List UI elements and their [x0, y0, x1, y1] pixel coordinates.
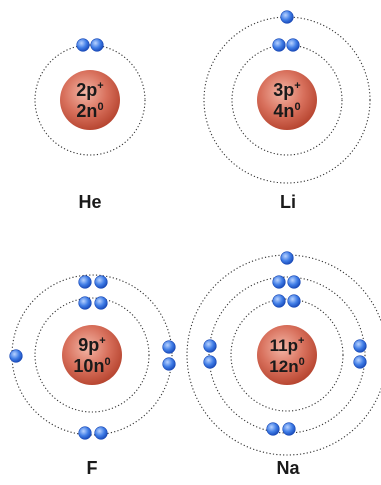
electron: [280, 251, 294, 265]
electron: [282, 422, 296, 436]
proton-count: 9p+: [78, 335, 105, 355]
nucleus: [257, 70, 317, 130]
orbit-shell-1: [34, 44, 146, 156]
atom-f: 9p+10n0: [9, 274, 176, 440]
electron: [203, 355, 217, 369]
electron: [353, 355, 367, 369]
electron: [90, 38, 104, 52]
electron: [94, 296, 108, 310]
electron: [78, 426, 92, 440]
atom-li: 3p+4n0: [203, 10, 371, 184]
electron: [272, 38, 286, 52]
electron: [280, 10, 294, 24]
orbit-shell-2: [208, 276, 366, 434]
electron: [266, 422, 280, 436]
electron: [272, 275, 286, 289]
atom-symbol-he: He: [78, 192, 102, 212]
orbit-shell-1: [34, 297, 150, 413]
electron: [162, 357, 176, 371]
atom-symbol-na: Na: [276, 458, 300, 478]
electron: [78, 275, 92, 289]
electron: [287, 275, 301, 289]
electron: [9, 349, 23, 363]
proton-count: 2p+: [76, 80, 103, 100]
atom-symbol-f: F: [86, 458, 98, 478]
electron: [76, 38, 90, 52]
electron: [94, 275, 108, 289]
proton-count: 3p+: [273, 80, 300, 100]
neutron-count: 12n0: [269, 356, 304, 376]
atom-he: 2p+2n0: [34, 38, 146, 156]
electron: [162, 340, 176, 354]
electron: [272, 294, 286, 308]
electron: [287, 294, 301, 308]
atom-symbol-li: Li: [280, 192, 296, 212]
orbit-shell-2: [203, 16, 371, 184]
neutron-count: 4n0: [273, 101, 300, 121]
electron: [286, 38, 300, 52]
nucleus: [60, 70, 120, 130]
neutron-count: 2n0: [76, 101, 103, 121]
electron: [78, 296, 92, 310]
orbit-shell-3: [186, 254, 381, 456]
neutron-count: 10n0: [73, 356, 110, 376]
proton-count: 11p+: [270, 335, 305, 355]
nucleus: [257, 325, 317, 385]
orbit-shell-1: [230, 298, 344, 412]
nucleus: [62, 325, 122, 385]
electron: [203, 339, 217, 353]
atom-na: 11p+12n0: [186, 251, 381, 456]
electron: [94, 426, 108, 440]
electron: [353, 339, 367, 353]
orbit-shell-2: [11, 274, 173, 436]
